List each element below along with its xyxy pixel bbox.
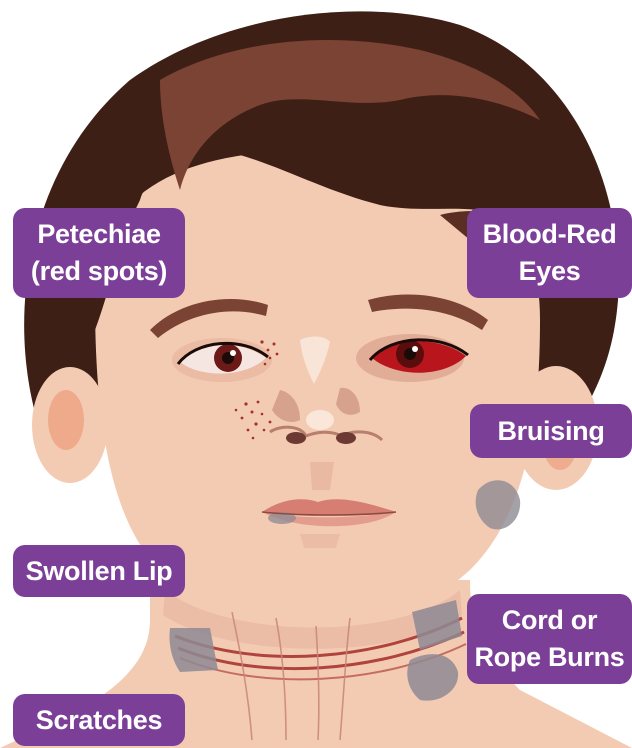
blood-red-eyes-label-line2: Eyes [519, 253, 581, 290]
right-eye-glint [412, 346, 418, 352]
swollen-lip-label: Swollen Lip [26, 553, 173, 590]
blood-red-eyes-callout: Blood-Red Eyes [467, 208, 632, 298]
petechiae-label-line2: (red spots) [31, 253, 167, 290]
neck-bruise-left [169, 628, 218, 672]
left-nostril [286, 432, 306, 444]
petechiae-label-line1: Petechiae [37, 216, 160, 253]
bruising-callout: Bruising [470, 404, 632, 458]
nose-tip-highlight [306, 410, 334, 430]
blood-red-eyes-label-line1: Blood-Red [483, 216, 617, 253]
swollen-lip-callout: Swollen Lip [13, 545, 185, 597]
right-nostril [336, 432, 356, 444]
cord-rope-burns-label-line1: Cord or [502, 602, 597, 639]
scratches-label: Scratches [36, 702, 162, 739]
bruising-label: Bruising [497, 413, 604, 450]
left-eye-glint [230, 350, 236, 356]
petechiae-callout: Petechiae (red spots) [13, 208, 185, 298]
cord-rope-burns-label-line2: Rope Burns [474, 639, 624, 676]
scratches-callout: Scratches [13, 694, 185, 746]
left-ear-inner [48, 390, 84, 450]
cord-rope-burns-callout: Cord or Rope Burns [467, 594, 632, 684]
chin-shadow [300, 534, 340, 548]
philtrum [310, 462, 334, 490]
